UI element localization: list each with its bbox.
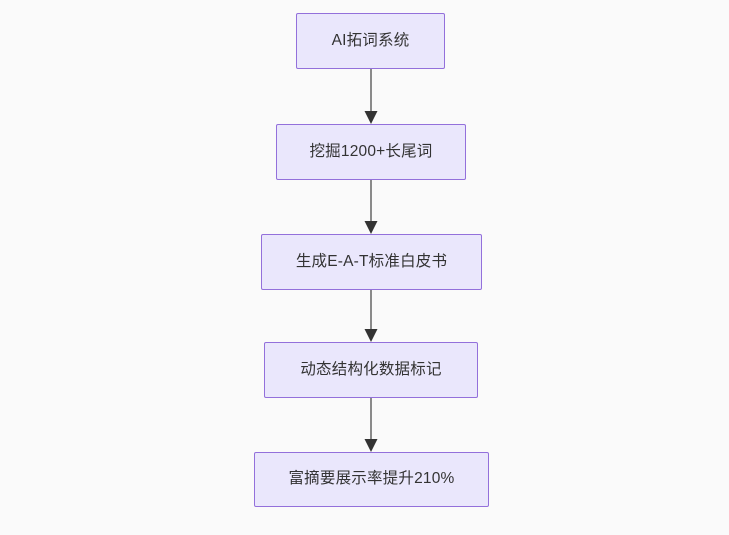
edge-n1-n2: [364, 69, 378, 124]
edge-n2-n3: [364, 180, 378, 234]
flowchart-node-dynamic-structured-data-markup[interactable]: 动态结构化数据标记: [264, 342, 478, 398]
flowchart-node-rich-snippet-rate-increase[interactable]: 富摘要展示率提升210%: [254, 452, 489, 507]
flowchart-node-mine-longtail-keywords[interactable]: 挖掘1200+长尾词: [276, 124, 466, 180]
edge-n3-n4: [364, 290, 378, 342]
edge-n4-n5: [364, 398, 378, 452]
flowchart-node-generate-eat-whitepaper[interactable]: 生成E-A-T标准白皮书: [261, 234, 482, 290]
flowchart-node-ai-keyword-system[interactable]: AI拓词系统: [296, 13, 445, 69]
